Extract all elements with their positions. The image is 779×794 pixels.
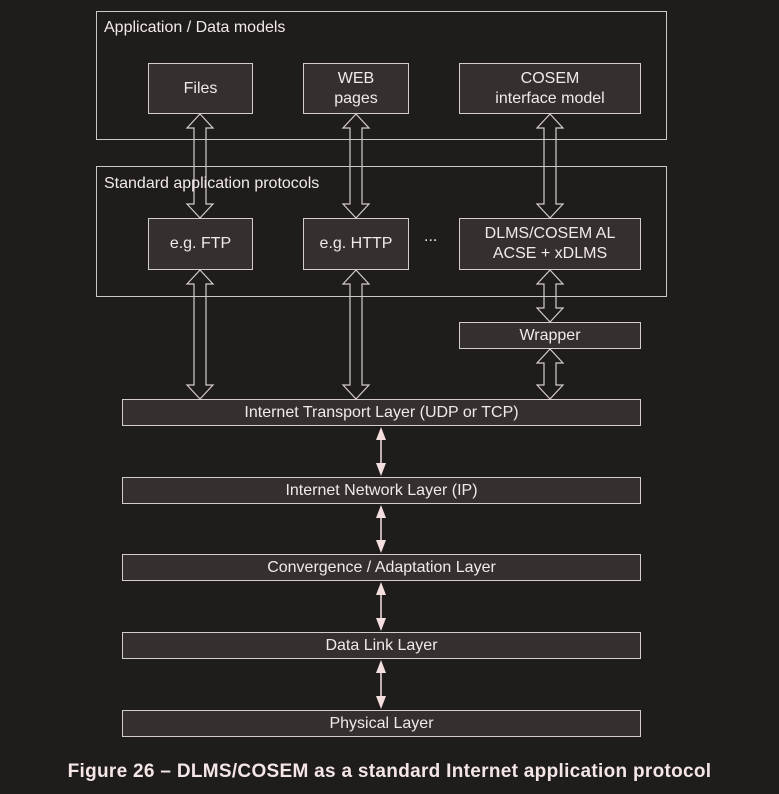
- dlms-cosem-al-box: DLMS/COSEM AL ACSE + xDLMS: [459, 218, 641, 270]
- physical-layer-label: Physical Layer: [329, 714, 434, 732]
- cosem-label-line1: COSEM: [520, 69, 580, 87]
- network-convergence-arrow: [376, 505, 386, 553]
- cosem-interface-model-box: COSEM interface model: [459, 63, 641, 114]
- more-protocols-ellipsis: ...: [424, 228, 438, 245]
- application-group-label: Application / Data models: [104, 19, 286, 36]
- application-data-models-group: [96, 11, 667, 140]
- convergence-layer-box: Convergence / Adaptation Layer: [122, 554, 641, 581]
- ftp-box: e.g. FTP: [148, 218, 253, 270]
- wrapper-label: Wrapper: [519, 326, 581, 344]
- web-pages-box: WEB pages: [303, 63, 409, 114]
- transport-layer-box: Internet Transport Layer (UDP or TCP): [122, 399, 641, 426]
- protocols-group-label: Standard application protocols: [104, 175, 320, 192]
- cosem-label-line2: interface model: [495, 89, 605, 107]
- convergence-datalink-arrow: [376, 582, 386, 631]
- transport-layer-label: Internet Transport Layer (UDP or TCP): [244, 403, 519, 421]
- wrapper-transport-arrow: [535, 348, 565, 400]
- dlms-label-line1: DLMS/COSEM AL: [484, 225, 616, 242]
- wrapper-box: Wrapper: [459, 322, 641, 349]
- files-label: Files: [183, 79, 218, 97]
- http-label: e.g. HTTP: [319, 235, 393, 252]
- files-box: Files: [148, 63, 253, 114]
- convergence-layer-label: Convergence / Adaptation Layer: [267, 558, 496, 576]
- ftp-label: e.g. FTP: [169, 235, 232, 252]
- http-box: e.g. HTTP: [303, 218, 409, 270]
- network-layer-label: Internet Network Layer (IP): [285, 481, 478, 499]
- standard-protocols-group: [96, 166, 667, 297]
- data-link-layer-label: Data Link Layer: [325, 636, 438, 654]
- physical-layer-box: Physical Layer: [122, 710, 641, 737]
- data-link-layer-box: Data Link Layer: [122, 632, 641, 659]
- figure-caption: Figure 26 – DLMS/COSEM as a standard Int…: [67, 761, 712, 782]
- web-label-line2: pages: [334, 89, 378, 107]
- transport-network-arrow: [376, 427, 386, 476]
- datalink-physical-arrow: [376, 660, 386, 709]
- dlms-label-line2: ACSE + xDLMS: [492, 245, 608, 262]
- network-layer-box: Internet Network Layer (IP): [122, 477, 641, 504]
- web-label-line1: WEB: [337, 69, 375, 87]
